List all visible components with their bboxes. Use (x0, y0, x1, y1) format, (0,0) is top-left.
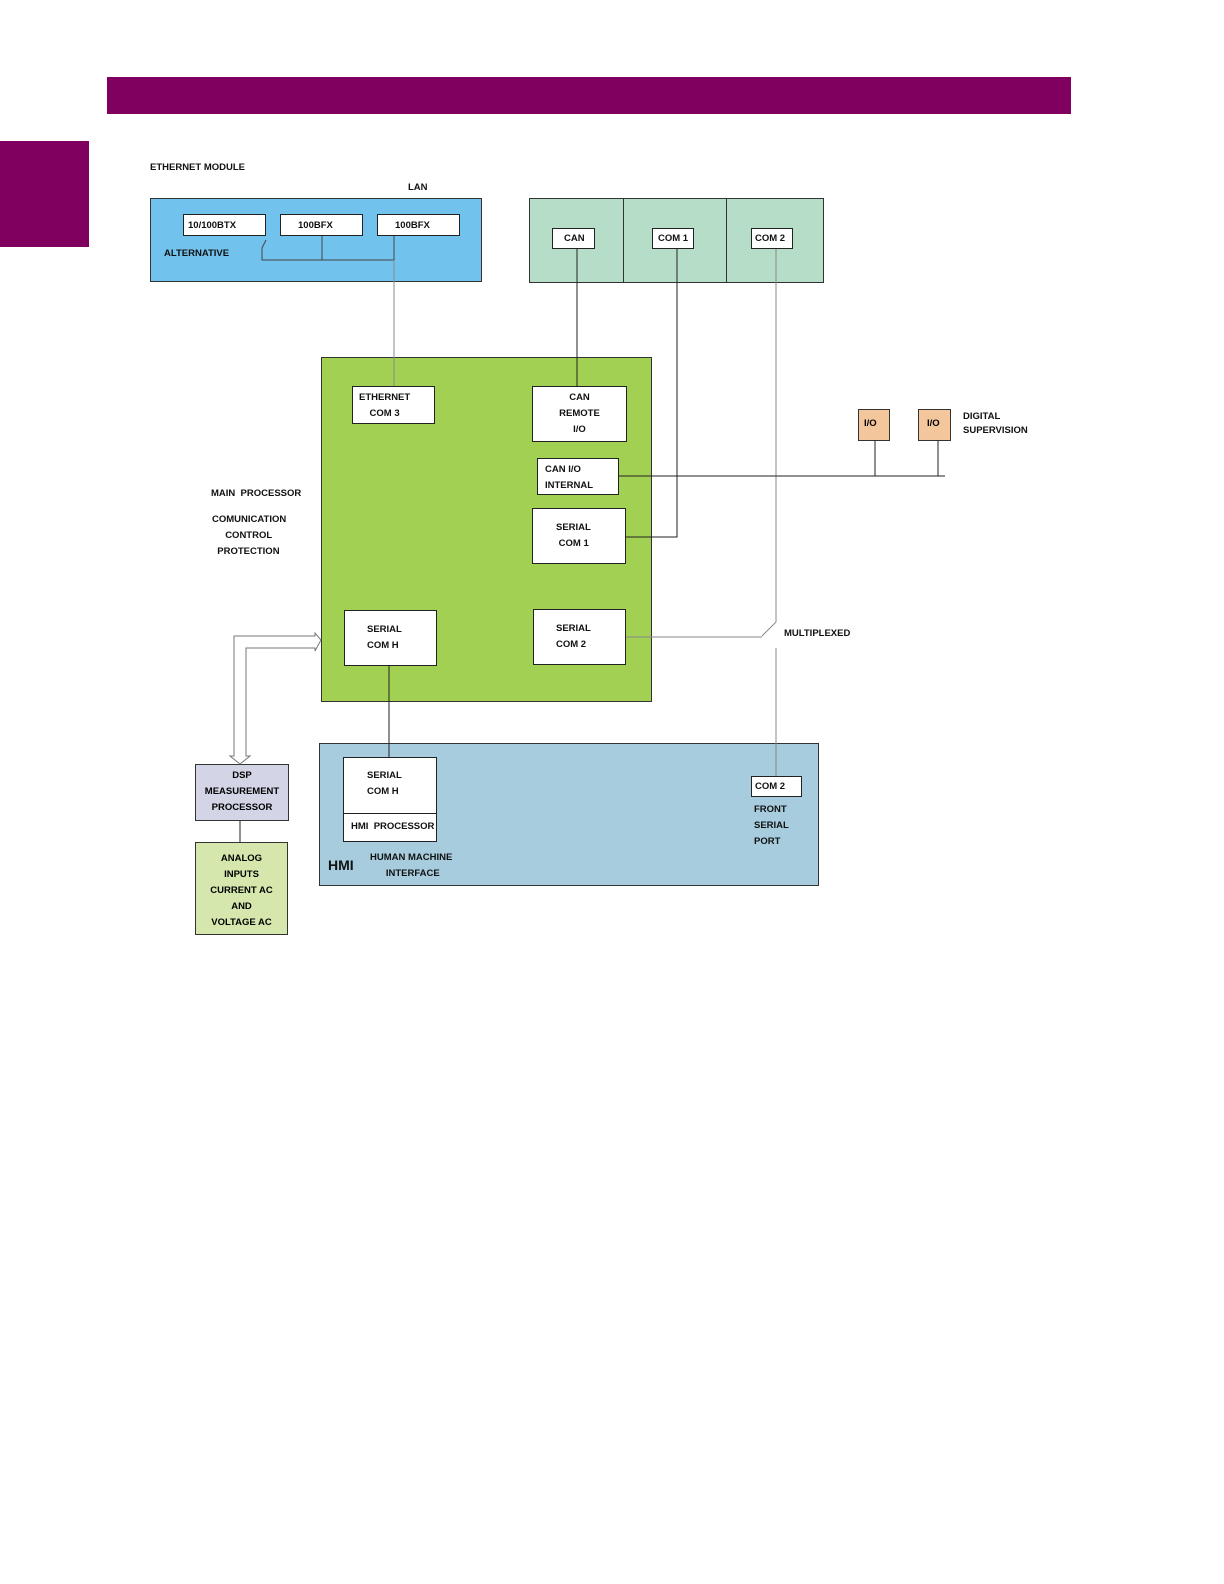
com1-link (626, 249, 678, 538)
multiplexed-label: MULTIPLEXED (784, 628, 851, 639)
serial-com1-box: SERIAL COM 1 (532, 508, 626, 564)
port-100bfx-2: 100BFX (377, 214, 460, 236)
ethernet-module-title: ETHERNET MODULE (150, 162, 245, 173)
serial-comh-box: SERIAL COM H (344, 610, 437, 666)
hmi-title: HMI (328, 857, 354, 873)
hmi-com2-box: COM 2 (751, 776, 802, 797)
hmi-serial-comh-box: SERIAL COM H (343, 757, 437, 814)
front-serial-port-label: FRONT SERIAL PORT (754, 804, 789, 847)
serial-com2-box: SERIAL COM 2 (533, 609, 626, 665)
lan-label: LAN (408, 182, 428, 193)
com2-port: COM 2 (751, 228, 793, 249)
ethernet-com3-box: ETHERNET COM 3 (352, 386, 435, 424)
io-module-2: I/O (918, 409, 951, 441)
header-bar (107, 77, 1071, 114)
hmi-processor-box: HMI PROCESSOR (343, 813, 437, 842)
alternative-label: ALTERNATIVE (164, 248, 230, 259)
main-processor-functions: COMUNICATION CONTROL PROTECTION (212, 514, 287, 557)
can-io-internal-box: CAN I/O INTERNAL (537, 458, 619, 495)
can-port: CAN (552, 228, 595, 249)
dsp-data-arrow (228, 631, 322, 765)
ethernet-module (150, 198, 482, 282)
dsp-processor: DSP MEASUREMENT PROCESSOR (195, 764, 289, 821)
port-100bfx-1: 100BFX (280, 214, 363, 236)
multiplex-switch (761, 621, 777, 637)
can-remote-io-box: CAN REMOTE I/O (532, 386, 627, 442)
com1-port: COM 1 (652, 228, 694, 249)
hmi-subtitle: HUMAN MACHINE INTERFACE (370, 852, 453, 879)
main-processor-label: MAIN PROCESSOR (211, 488, 302, 499)
digital-supervision-label: DIGITAL SUPERVISION (963, 411, 1028, 436)
ethernet-alt-link (261, 239, 394, 261)
analog-inputs: ANALOG INPUTS CURRENT AC AND VOLTAGE AC (195, 842, 288, 935)
io-module-1: I/O (858, 409, 890, 441)
side-tab (0, 141, 89, 247)
comm-panel-com2 (726, 198, 824, 283)
port-10-100btx: 10/100BTX (183, 214, 266, 236)
